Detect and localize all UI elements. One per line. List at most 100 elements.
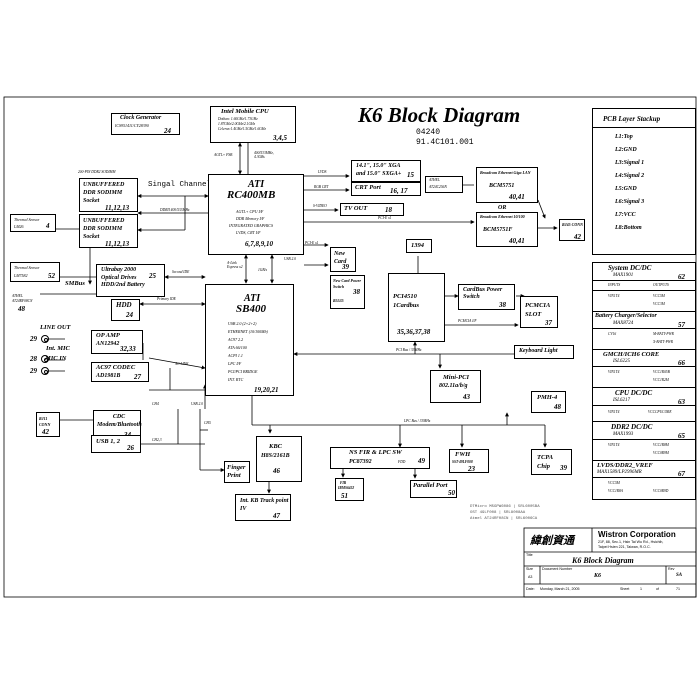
cardbus-controller-block[interactable]: PCI4510 1Cardbus 35,36,37,38 [388,273,445,342]
north-bridge-feature-4: LVDS, CRT I/F [236,230,261,235]
sodimm-2-block[interactable]: UNBUFFERED DDR SODIMM Socket 11,12,13 [79,214,138,248]
core-out-1: VCC1R05B [653,370,670,374]
fir-block[interactable]: FIR IRMS6452 51 [335,478,364,501]
cpu-dcdc-out-1: VCCCPUCORE [648,410,672,414]
system-dcdc-title: System DC/DC [608,264,652,272]
thermal-sensor-1-name: Thermal Sensor [14,217,40,222]
new-card-switch-block[interactable]: New Card Power Switch R5535 38 [330,275,365,309]
ns-fir-block[interactable]: NS FIR & LPC SW PC87392 49 [330,447,430,469]
cardbus-controller-name: PCI4510 1Cardbus [393,293,420,309]
ultrabay-block[interactable]: Ultrabay 2000 Optical Drives HDD/2nd Bat… [96,264,165,297]
cpu-dcdc-in-1: VIN1T4 [608,410,620,414]
tcpa-block[interactable]: TCPA Chip 39 [531,449,572,475]
mini-pci-pages: 43 [463,393,470,401]
cpu-block[interactable]: Intel Mobile CPU Dothan: 1.60GHz/1.73GHz… [210,106,296,143]
fir-part: IRMS6452 [338,486,355,490]
fir-name: FIR [340,481,347,485]
ac97-codec-block[interactable]: AC97 CODEC AD1981B 27 [91,362,149,382]
south-bridge-feature-2: ETHERNET (10/100Mb) [228,329,268,334]
parts-note-2: OST 49LF008 | 5RL8008AA [470,511,526,515]
pcb-layer-6: L6:Signal 3 [615,199,645,205]
kbc-block[interactable]: KBC H8S/2161B 46 [256,436,302,482]
power-table: System DC/DC MAX1901 62 INPUTS OUTPUTS V… [592,262,696,500]
line-out-jack-icon[interactable] [41,335,49,343]
pcb-layer-5: L5:GND [615,186,637,192]
south-bridge-feature-8: INT. RTC [228,377,244,382]
hdd-block[interactable]: HDD 24 [111,299,140,321]
mic-in-jack-icon[interactable] [41,367,49,375]
singal-channel-label: Singal Channel [148,181,212,189]
athel-eeprom-part: AT24RF08CN [12,299,33,303]
pmh4-block[interactable]: PMH-4 48 [531,391,566,413]
sodimm-1-block[interactable]: UNBUFFERED DDR SODIMM Socket 11,12,13 [79,178,138,212]
rj11-block[interactable]: RJ11 CONN 42 [36,412,60,437]
crt-port-name: CRT Port [355,184,381,191]
lan-eeprom-name: ATHEL [429,178,440,182]
lcd-panel-name: 14.1", 15.0" XGA and 15.0" SXGA+ [356,163,402,177]
south-bridge-block[interactable]: ATI SB400 USB 2.0 (2+2+2) ETHERNET (10/1… [205,284,294,396]
pcmcia-slot-block[interactable]: PCMCIA SLOT 37 [520,296,558,328]
ddr2-dcdc-in-1: VIN1T4 [608,443,620,447]
tcpa-pages: 39 [560,464,567,472]
size-value: A3 [528,575,533,579]
lan-giga-pages: 40,41 [509,193,525,201]
new-card-block[interactable]: New Card 39 [330,247,356,272]
sodimm-2-pages: 11,12,13 [105,240,130,248]
sodimm-1-pages: 11,12,13 [105,204,130,212]
lan-giga-block[interactable]: Broadcom Ethernet Giga LAN BCM5751 40,41 [476,167,538,203]
rj45-block[interactable]: RJ45 CONN 42 [559,219,585,241]
mini-pci-name: Mini-PCI [443,374,470,381]
company-address-1: 21F, 88, Sec.1, Hsin Tai Wu Rd., Hsichih… [598,540,664,544]
op-amp-block[interactable]: OP AMP AN12942 32,33 [91,330,143,354]
finger-print-block[interactable]: Finger Print [224,461,250,483]
south-bridge-feature-1: USB 2.0 (2+2+2) [228,321,257,326]
sheet-border [3,96,697,598]
cpu-name: Intel Mobile CPU [221,108,269,115]
mini-pci-block[interactable]: Mini-PCI 802.11a/b/g 43 [430,370,481,403]
int-mic-icon [41,355,49,363]
ns-fir-pages: 49 [418,457,425,465]
kbc-part: H8S/2161B [261,453,290,459]
int-keyboard-block[interactable]: Int. KB Track point IV 47 [235,494,291,521]
keyboard-light-block[interactable]: Keyboard Light [514,345,574,359]
south-bridge-name-2: SB400 [236,303,266,315]
parts-note-3: Atmel AT24RF08CN | 5RL6006CA [470,517,538,521]
cardbus-controller-pages: 35,36,37,38 [397,328,431,336]
ultrabay-pages: 25 [149,272,156,280]
vref-title: LVDS/DDR2_VREF [597,462,653,469]
north-bridge-feature-3: INTEGRATED GRAPHICS [229,223,273,228]
charger-part: MAX8724 [613,321,634,326]
signal-ac-link: AC LINK [175,362,189,366]
pcb-layer-7: L7:VCC [615,212,636,218]
fwh-block[interactable]: FWH SST-49LF008 23 [449,449,489,473]
crt-port-block[interactable]: CRT Port 16, 17 [351,182,421,196]
cpu-dcdc-pages: 63 [678,398,685,406]
ic-1394-block[interactable]: 1394 [406,239,432,253]
clock-generator-block[interactable]: Clock Generator ICS951411/CY28390 24 [111,113,180,135]
north-bridge-block[interactable]: ATI RC400MB AGTL+ CPU I/F DDR Memory I/F… [208,174,304,255]
north-bridge-name-1: ATI [248,179,265,190]
cpu-pages: 3,4,5 [273,134,287,142]
lan-fast-pages: 40,41 [509,237,525,245]
lcd-panel-block[interactable]: 14.1", 15.0" XGA and 15.0" SXGA+ 15 [351,160,421,182]
tv-out-block[interactable]: TV OUT 18 [340,203,404,216]
south-bridge-feature-5: ACPI 1.1 [228,353,243,358]
thermal-sensor-1-block[interactable]: Thermal Sensor LM26 4 [10,214,56,232]
signal-agtl: AGTL+ FSB [214,153,233,157]
date-label: Date: [526,587,535,591]
signal-fdd: FDD [398,460,406,464]
lan-fast-block[interactable]: Broadcom Ethernet 10/100 BCM5751F 40,41 [476,212,538,247]
lan-eeprom-block[interactable]: ATHEL AT24C256N [425,176,463,193]
parallel-port-block[interactable]: Parallel Port 50 [410,480,457,498]
thermal-sensor-2-block[interactable]: Thermal Sensor LM7582 52 [10,262,60,282]
ic-1394-name: 1394 [411,242,424,249]
signal-svideo: S-VIDEO [313,204,327,208]
cardbus-switch-block[interactable]: CardBus Power Switch 38 [458,284,515,310]
signal-ch23: CH2,3 [152,438,162,442]
new-card-switch-part: R5535 [333,298,344,303]
usb-port-block[interactable]: USB 1, 2 26 [91,435,141,453]
ac-link [148,357,206,370]
sodimm-2-name: UNBUFFERED DDR SODIMM Socket [83,218,125,240]
lan-giga-part: BCM5751 [489,183,515,189]
company-address-2: Taipei Hsien 221, Taiwan, R.O.C. [598,545,651,549]
